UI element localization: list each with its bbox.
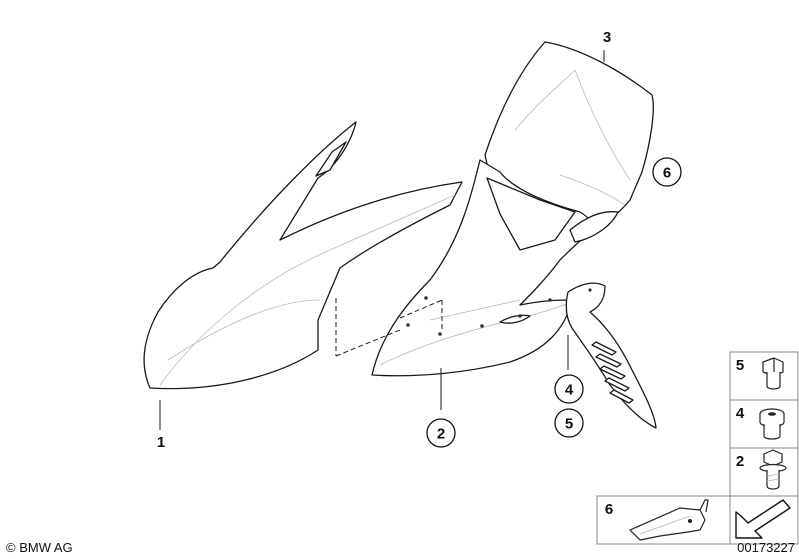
callout-6: 6 [663, 165, 671, 182]
hardware-box-flange-bolt: 2 [729, 447, 799, 497]
callout-1: 1 [157, 434, 165, 451]
callout-3: 3 [603, 29, 611, 46]
hardware-box-number: 2 [736, 453, 744, 470]
hex-bolt-icon [762, 357, 784, 390]
flange-bolt-icon [759, 449, 787, 490]
callout-4-circle: 4 [554, 374, 584, 404]
hardware-box-grommet: 4 [729, 399, 799, 449]
arrow-icon [735, 499, 791, 539]
hardware-box-number: 5 [736, 357, 744, 374]
bracket-box: 6 [596, 495, 731, 545]
vent-slots [591, 341, 634, 404]
callout-4: 4 [565, 382, 574, 399]
grommet-icon [759, 408, 785, 440]
callout-5-circle: 5 [554, 408, 584, 438]
hardware-box-bolt: 5 [729, 351, 799, 401]
copyright-label: © BMW AG [6, 540, 73, 555]
hardware-box-number: 4 [736, 405, 745, 422]
part-2-nose-fairing [371, 159, 619, 377]
part-1-side-fairing [143, 121, 463, 390]
bracket-icon [629, 499, 709, 541]
direction-arrow-box [729, 495, 799, 545]
callout-2-circle: 2 [426, 418, 456, 448]
callout-2: 2 [437, 426, 445, 443]
diagram-number: 00173227 [737, 540, 795, 555]
bracket-box-number: 6 [605, 501, 613, 518]
callout-6-circle: 6 [652, 157, 682, 187]
callout-5: 5 [565, 416, 573, 433]
part-4-5-bracket [565, 282, 657, 429]
